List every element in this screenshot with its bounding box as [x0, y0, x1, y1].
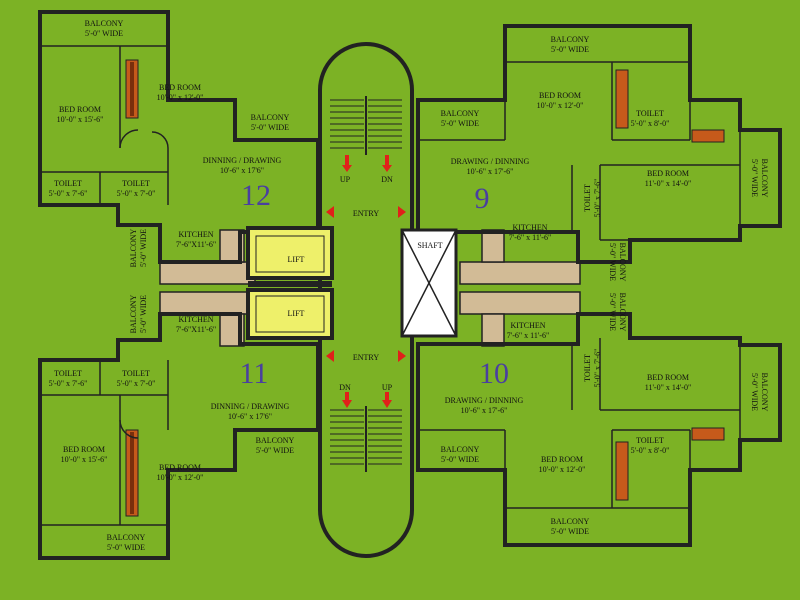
room-size: 10'-6" x 17'6"	[228, 412, 272, 421]
room-name: BED ROOM	[159, 83, 201, 92]
room-size: 10'-6" x 17'-6"	[467, 167, 514, 176]
room-size: 5'-0" x 7'-6"	[593, 349, 602, 388]
room-size: 5'-0" WIDE	[608, 293, 617, 331]
room-size: 5'-0" x 8'-0"	[631, 446, 670, 455]
room-size: 5'-0" WIDE	[85, 29, 123, 38]
room-name: BED ROOM	[541, 455, 583, 464]
room-size: 7'-6" x 11'-6"	[507, 331, 549, 340]
flat-12	[38, 10, 320, 264]
room-name: BED ROOM	[647, 169, 689, 178]
room-size: 10'-0" x 12'-0"	[537, 101, 584, 110]
room-size: 5'-0" WIDE	[139, 229, 148, 267]
room-name: KITCHEN	[178, 230, 213, 239]
room-name: TOILET	[636, 436, 664, 445]
flat-9	[416, 24, 782, 264]
flat-number-10: 10	[479, 357, 509, 390]
room-name: BALCONY	[129, 228, 138, 267]
room-name: BALCONY	[441, 445, 480, 454]
flat-number-9: 9	[475, 182, 490, 215]
flat-number-11: 11	[240, 357, 269, 390]
room-size: 5'-0" WIDE	[608, 243, 617, 281]
room-name: TOILET	[54, 179, 82, 188]
room-size: 5'-0" WIDE	[107, 543, 145, 552]
room-name: BALCONY	[760, 373, 769, 412]
room-size: 5'-0" WIDE	[441, 119, 479, 128]
room-name: DRAWING / DINNING	[445, 396, 524, 405]
room-size: 5'-0" x 7'-6"	[49, 379, 88, 388]
room-size: 5'-0" WIDE	[139, 295, 148, 333]
flat-number-12: 12	[241, 179, 271, 212]
room-size: 5'-0" WIDE	[441, 455, 479, 464]
room-size: 5'-0" WIDE	[251, 123, 289, 132]
room-size: 7'-6" x 11'-6"	[509, 233, 551, 242]
core	[246, 42, 458, 558]
room-name: TOILET	[583, 184, 592, 212]
entry-label: ENTRY	[353, 353, 379, 362]
stair-down-label: DN	[381, 175, 393, 184]
room-size: 10'-0" x 12'-0"	[157, 473, 204, 482]
room-name: BALCONY	[618, 243, 627, 282]
room-name: BALCONY	[129, 294, 138, 333]
room-name: BALCONY	[618, 293, 627, 332]
room-size: 10'-0" x 15'-6"	[61, 455, 108, 464]
room-name: BALCONY	[85, 19, 124, 28]
room-name: DRAWING / DINNING	[451, 157, 530, 166]
room-name: KITCHEN	[178, 315, 213, 324]
room-size: 5'-0" x 7'-6"	[49, 189, 88, 198]
room-size: 5'-0" x 7'-6"	[593, 179, 602, 218]
room-name: TOILET	[122, 179, 150, 188]
room-name: BALCONY	[251, 113, 290, 122]
lift-label: LIFT	[288, 255, 305, 264]
room-size: 10'-6" x 17'6"	[220, 166, 264, 175]
room-size: 10'-0" x 15'-6"	[57, 115, 104, 124]
room-size: 11'-0" x 14'-0"	[645, 383, 691, 392]
stair-down-label: DN	[339, 383, 351, 392]
room-name: KITCHEN	[512, 223, 547, 232]
room-name: BALCONY	[441, 109, 480, 118]
room-name: TOILET	[122, 369, 150, 378]
room-name: BED ROOM	[539, 91, 581, 100]
room-name: BED ROOM	[159, 463, 201, 472]
stair-up-label: UP	[382, 383, 393, 392]
room-name: KITCHEN	[510, 321, 545, 330]
room-name: BALCONY	[256, 436, 295, 445]
room-size: 5'-0" x 7'-0"	[117, 379, 156, 388]
lift-label: LIFT	[288, 309, 305, 318]
room-size: 10'-0" x 12'-0"	[157, 93, 204, 102]
room-size: 10'-6" x 17'-6"	[461, 406, 508, 415]
room-size: 5'-0" WIDE	[551, 527, 589, 536]
room-name: BALCONY	[551, 35, 590, 44]
entry-label: ENTRY	[353, 209, 379, 218]
room-name: BED ROOM	[647, 373, 689, 382]
room-name: BALCONY	[760, 159, 769, 198]
room-name: BALCONY	[107, 533, 146, 542]
room-name: TOILET	[54, 369, 82, 378]
room-size: 5'-0" x 8'-0"	[631, 119, 670, 128]
room-name: BED ROOM	[59, 105, 101, 114]
room-size: 11'-0" x 14'-0"	[645, 179, 691, 188]
entry-arrows	[326, 155, 406, 408]
shaft	[400, 228, 458, 338]
room-name: DINNING / DRAWING	[211, 402, 290, 411]
room-name: DINNING / DRAWING	[203, 156, 282, 165]
room-name: TOILET	[583, 354, 592, 382]
room-size: 7'-6"X11'-6"	[176, 325, 216, 334]
flat-10	[416, 312, 782, 547]
room-size: 5'-0" WIDE	[750, 373, 759, 411]
shaft-label: SHAFT	[417, 241, 442, 250]
room-name: BED ROOM	[63, 445, 105, 454]
room-name: TOILET	[636, 109, 664, 118]
room-size: 5'-0" WIDE	[750, 159, 759, 197]
staircases	[330, 96, 402, 472]
room-size: 5'-0" x 7'-0"	[117, 189, 156, 198]
room-size: 7'-6"X11'-6"	[176, 240, 216, 249]
room-size: 10'-0" x 12'-0"	[539, 465, 586, 474]
room-size: 5'-0" WIDE	[551, 45, 589, 54]
room-size: 5'-0" WIDE	[256, 446, 294, 455]
stair-up-label: UP	[340, 175, 351, 184]
room-name: BALCONY	[551, 517, 590, 526]
